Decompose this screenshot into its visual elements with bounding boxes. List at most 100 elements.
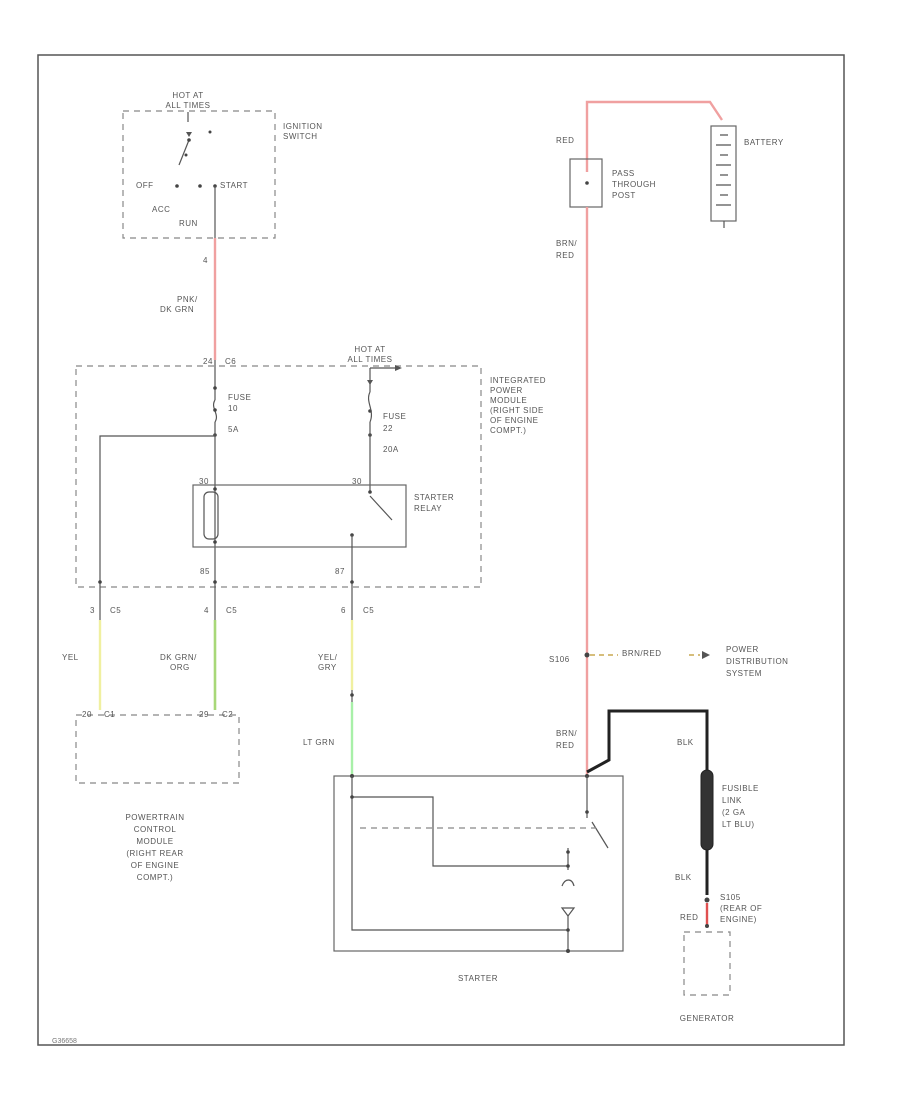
pcm-sense-wire (99, 435, 215, 586)
pcm-name-6: COMPT.) (137, 873, 173, 882)
wire3-conn: C5 (363, 606, 374, 615)
ign-hot-line2: ALL TIMES (166, 101, 211, 110)
wire3-pin: 6 (341, 606, 346, 615)
ign-pos-run: RUN (179, 219, 198, 228)
starter-relay-box (192, 484, 407, 548)
battery-cells (716, 134, 731, 206)
wire-pnk-line1: PNK/ (177, 295, 198, 304)
fuse2-label: FUSE (383, 412, 406, 421)
starter-brn-red-1: BRN/ (556, 729, 577, 738)
pcm-pin2: 29 (199, 710, 209, 719)
fusible-link-symbol (700, 769, 714, 851)
wire2-conn: C5 (226, 606, 237, 615)
ignition-switch: HOT AT ALL TIMES IGNITION SWITCH OFF ACC… (122, 91, 323, 265)
pcm-name-3: MODULE (136, 837, 173, 846)
ign-name-line2: SWITCH (283, 132, 318, 141)
fusible-blk2-label: BLK (675, 873, 692, 882)
pcm-pin1: 20 (82, 710, 92, 719)
fuse1-rating: 5A (228, 425, 239, 434)
ipm-hot-line1: HOT AT (354, 345, 385, 354)
battery-red-label: RED (556, 136, 574, 145)
fusible-name-2: LINK (722, 796, 742, 805)
fusible-name-4: LT BLU) (722, 820, 755, 829)
gen-splice-3: ENGINE) (720, 915, 757, 924)
ipm-conn-name: C6 (225, 357, 236, 366)
ipm-hot-line2: ALL TIMES (348, 355, 393, 364)
generator-label: GENERATOR (680, 1014, 734, 1023)
wire1-conn: C5 (110, 606, 121, 615)
pcm-conn2: C2 (222, 710, 233, 719)
pcm-name-2: CONTROL (134, 825, 177, 834)
fuse2-number: 22 (383, 424, 393, 433)
ign-name-line1: IGNITION (283, 122, 323, 131)
post-label-2: THROUGH (612, 180, 656, 189)
power-dist-name-1: POWER (726, 645, 759, 654)
integrated-power-module: 24 C6 HOT AT ALL TIMES INTEGRATED POWER … (75, 345, 546, 588)
starter-circuit-2 (352, 796, 568, 867)
pcm-name-4: (RIGHT REAR (126, 849, 183, 858)
wire-yelgry-line2: GRY (318, 663, 337, 672)
ign-hot-line1: HOT AT (172, 91, 203, 100)
power-dist-name-2: DISTRIBUTION (726, 657, 788, 666)
battery-label: BATTERY (744, 138, 784, 147)
starter-box (333, 775, 624, 952)
gen-splice-2: (REAR OF (720, 904, 762, 913)
ipm-name-1: INTEGRATED (490, 376, 546, 385)
wire-dkgrn-line2: ORG (170, 663, 190, 672)
starter-solenoid-symbol (561, 879, 575, 887)
relay-name-1: STARTER (414, 493, 454, 502)
ipm-name-2: POWER (490, 386, 523, 395)
gen-red-label: RED (680, 913, 698, 922)
battery-section: RED BATTERY PASS THROUGH POST BRN/ RED (556, 100, 784, 775)
relay-contact-arm (369, 495, 393, 521)
pcm-name-5: OF ENGINE (131, 861, 180, 870)
starter-brn-red-2: RED (556, 741, 574, 750)
power-distribution-splice: S106 BRN/RED POWER DISTRIBUTION SYSTEM (549, 645, 788, 678)
ipm-name-5: OF ENGINE (490, 416, 539, 425)
post-label-1: PASS (612, 169, 635, 178)
fusible-blk-label: BLK (677, 738, 694, 747)
starter: BRN/ RED STARTER (333, 729, 624, 983)
ign-switch-blade (178, 139, 190, 166)
ign-pos-acc: ACC (152, 205, 170, 214)
brn-red-line2: RED (556, 251, 574, 260)
starter-circuit-1 (351, 776, 568, 931)
wire-dkgrn-line1: DK GRN/ (160, 653, 197, 662)
brn-red-line1: BRN/ (556, 239, 577, 248)
power-dist-name-3: SYSTEM (726, 669, 762, 678)
ipm-conn-pin: 24 (203, 357, 213, 366)
ipm-name-3: MODULE (490, 396, 527, 405)
wire-blk (586, 709, 709, 774)
relay-name-2: RELAY (414, 504, 442, 513)
ign-pos-start: START (220, 181, 248, 190)
fuse1-number: 10 (228, 404, 238, 413)
pcm-name-1: POWERTRAIN (125, 813, 184, 822)
wire1-pin: 3 (90, 606, 95, 615)
battery-symbol (710, 125, 737, 222)
starter-solenoid-contact (591, 821, 609, 849)
diagram-border (37, 54, 845, 1046)
ipm-pin-87: 87 (335, 567, 345, 576)
wire-yel-label: YEL (62, 653, 79, 662)
ipm-name-6: COMPT.) (490, 426, 526, 435)
wire-pnk-line2: DK GRN (160, 305, 194, 314)
ign-pin: 4 (203, 256, 208, 265)
fuse2-rating: 20A (383, 445, 399, 454)
wire-ltgrn-label: LT GRN (303, 738, 335, 747)
relay-coil (203, 491, 219, 540)
starter-label: STARTER (458, 974, 498, 983)
fusible-name-3: (2 GA (722, 808, 746, 817)
fusible-link-generator: BLK FUSIBLE LINK (2 GA LT BLU) BLK S105 … (586, 709, 762, 1023)
splice-s106: S106 (549, 655, 570, 664)
relay-pin-b: 30 (352, 477, 362, 486)
fuse1-label: FUSE (228, 393, 251, 402)
wire-battery-red (585, 100, 723, 172)
figure-id: G36658 (52, 1038, 77, 1045)
ign-pos-off: OFF (136, 181, 154, 190)
ipm-name-4: (RIGHT SIDE (490, 406, 544, 415)
ipm-pin-85: 85 (200, 567, 210, 576)
power-dist-wire: BRN/RED (622, 649, 662, 658)
starter-motor-symbol (560, 907, 576, 917)
generator-box (683, 931, 731, 996)
